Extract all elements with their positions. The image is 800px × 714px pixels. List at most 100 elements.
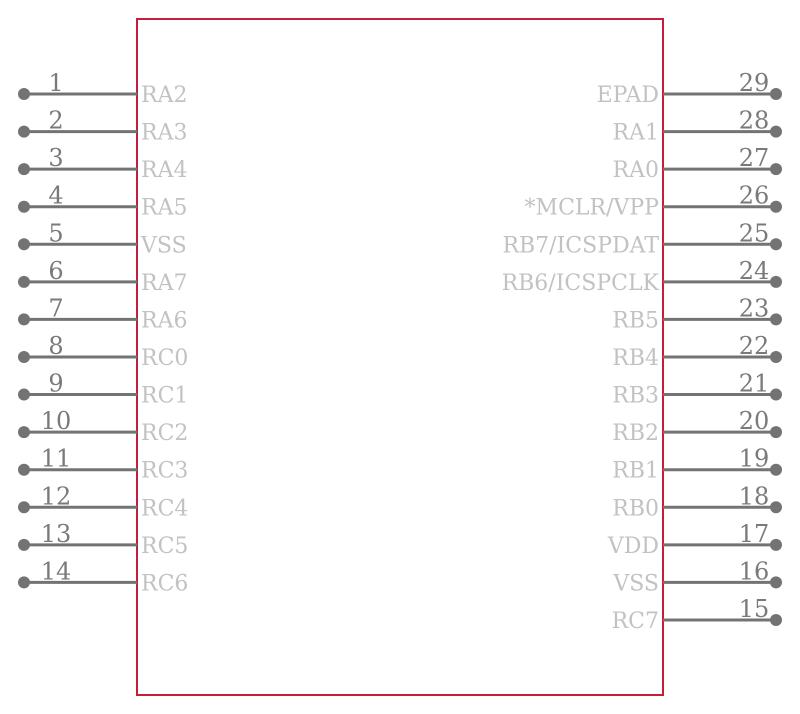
pin-number: 21 <box>739 370 770 398</box>
ic-body <box>136 18 664 696</box>
pin-number: 2 <box>48 107 63 135</box>
pin-name: RA3 <box>141 121 187 146</box>
pin-number: 28 <box>739 107 770 135</box>
pin-number: 12 <box>41 482 72 510</box>
pin-number: 10 <box>41 407 72 435</box>
pin-endpoint <box>18 538 30 551</box>
pin-name: VSS <box>612 571 659 596</box>
pin-name: EPAD <box>597 83 659 108</box>
pin-name: RB1 <box>612 459 659 484</box>
pin-number: 17 <box>739 520 770 548</box>
pin-name: RB7/ICSPDAT <box>502 233 659 258</box>
pin-number: 3 <box>48 144 63 172</box>
pin-number: 11 <box>41 445 72 473</box>
pin-endpoint <box>770 313 782 326</box>
pin-endpoint <box>770 350 782 363</box>
pin-endpoint <box>770 200 782 213</box>
pin-number: 25 <box>739 219 770 247</box>
pin-endpoint <box>770 501 782 514</box>
pin-endpoint <box>18 388 30 401</box>
pin-endpoint <box>770 538 782 551</box>
pin-name: RC7 <box>612 609 659 634</box>
pin-number: 23 <box>739 294 770 322</box>
pin-name: RA2 <box>141 83 187 108</box>
pin-name: RC1 <box>141 384 188 409</box>
pin-number: 6 <box>48 257 63 285</box>
pin-name: RC2 <box>141 421 188 446</box>
pin-name: RA6 <box>141 308 187 333</box>
pin-number: 18 <box>739 482 770 510</box>
pin-endpoint <box>18 163 30 176</box>
pin-number: 14 <box>41 557 72 585</box>
pin-endpoint <box>770 613 782 626</box>
pin-number: 8 <box>48 332 63 360</box>
pin-endpoint <box>18 275 30 288</box>
pin-name: RB6/ICSPCLK <box>502 271 660 296</box>
pin-number: 20 <box>739 407 770 435</box>
pin-number: 13 <box>41 520 72 548</box>
pin-number: 1 <box>48 69 63 97</box>
pin-26: 26*MCLR/VPP <box>525 182 782 221</box>
pin-name: RA4 <box>141 158 187 183</box>
pin-endpoint <box>18 426 30 439</box>
pin-name: RC3 <box>141 459 188 484</box>
pin-name: RC4 <box>141 496 188 521</box>
pin-number: 5 <box>48 219 63 247</box>
pin-name: RB4 <box>612 346 659 371</box>
pin-number: 15 <box>739 595 770 623</box>
pin-name: RB5 <box>612 308 659 333</box>
pin-name: RC0 <box>141 346 188 371</box>
right-pin-group: 29EPAD28RA127RA026*MCLR/VPP25RB7/ICSPDAT… <box>502 69 782 634</box>
pin-number: 7 <box>48 294 63 322</box>
pin-endpoint <box>770 238 782 251</box>
pin-number: 22 <box>739 332 770 360</box>
pin-name: RA5 <box>141 196 187 221</box>
pin-name: VDD <box>607 534 659 559</box>
pin-endpoint <box>18 463 30 476</box>
pin-endpoint <box>18 350 30 363</box>
pin-endpoint <box>770 426 782 439</box>
pin-endpoint <box>18 200 30 213</box>
pin-name: RA7 <box>141 271 187 296</box>
pin-number: 19 <box>739 445 770 473</box>
pin-endpoint <box>18 125 30 138</box>
pin-name: RA0 <box>613 158 659 183</box>
pin-endpoint <box>770 463 782 476</box>
pin-name: RA1 <box>613 121 659 146</box>
pin-number: 16 <box>739 557 770 585</box>
pin-name: RB0 <box>612 496 659 521</box>
pin-endpoint <box>770 88 782 100</box>
pin-number: 27 <box>739 144 770 172</box>
pin-name: *MCLR/VPP <box>525 196 660 221</box>
pin-endpoint <box>18 238 30 251</box>
pin-endpoint <box>18 576 30 589</box>
pin-name: RB3 <box>612 384 659 409</box>
pin-number: 4 <box>48 182 63 210</box>
pin-name: VSS <box>140 233 187 258</box>
pin-endpoint <box>18 88 30 100</box>
pin-number: 29 <box>739 69 770 97</box>
